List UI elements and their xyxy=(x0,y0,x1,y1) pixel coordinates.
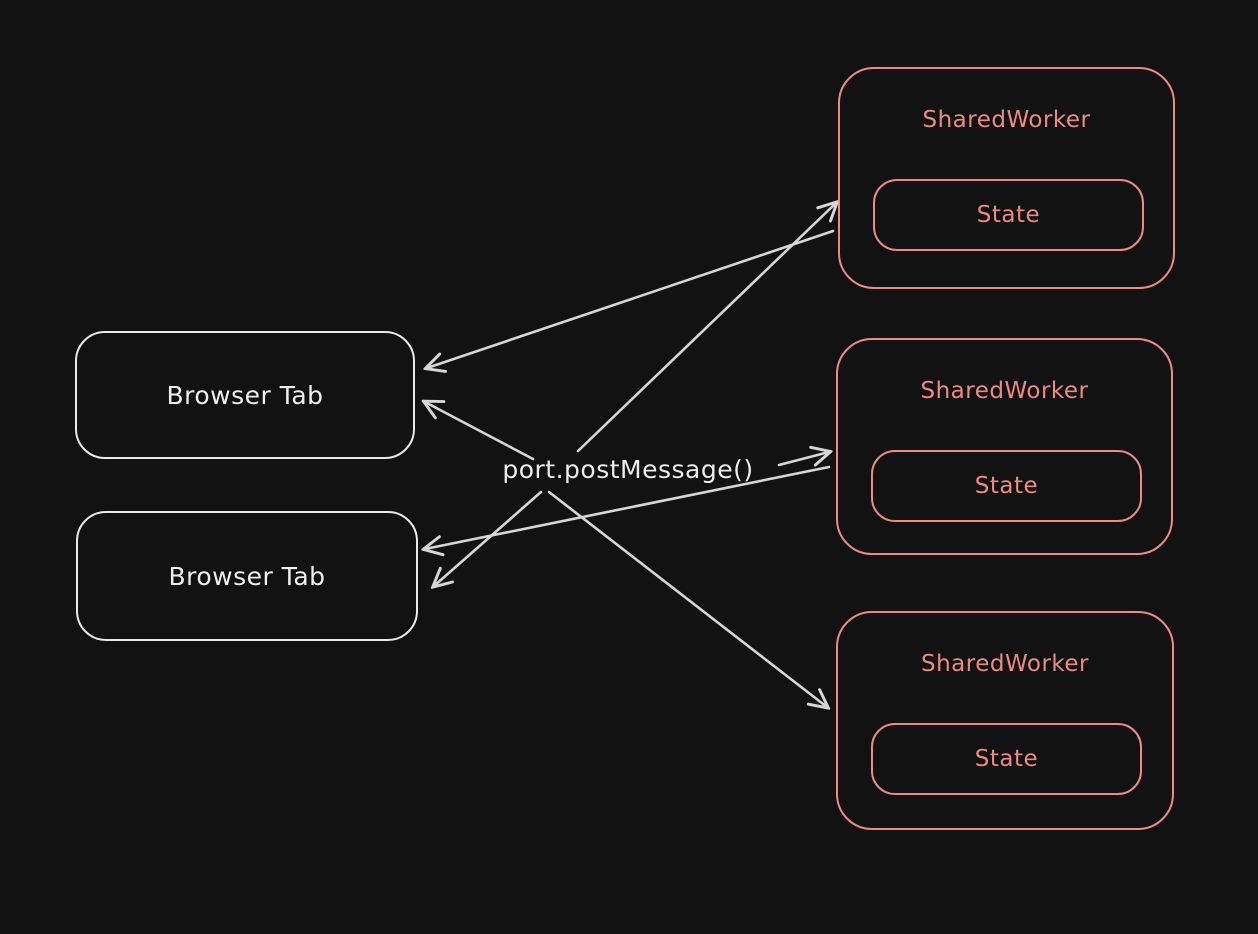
shared-worker-1-box: SharedWorker State xyxy=(838,67,1175,289)
shared-worker-2-title: SharedWorker xyxy=(920,378,1089,404)
shared-worker-2-box: SharedWorker State xyxy=(836,338,1173,555)
shared-worker-3-state-label: State xyxy=(974,746,1039,772)
shared-worker-3-box: SharedWorker State xyxy=(836,611,1174,830)
browser-tab-2-label: Browser Tab xyxy=(168,561,326,591)
arrow-center-to-tab1 xyxy=(425,402,535,461)
arrow-center-to-tab2 xyxy=(434,490,543,586)
browser-tab-1-box: Browser Tab xyxy=(75,331,415,459)
shared-worker-3-state-box: State xyxy=(871,723,1142,795)
post-message-label: port.postMessage() xyxy=(502,455,754,484)
shared-worker-3-title: SharedWorker xyxy=(921,651,1089,677)
shared-worker-2-state-label: State xyxy=(974,473,1039,499)
arrow-center-to-top-worker xyxy=(576,203,836,453)
shared-worker-1-state-label: State xyxy=(976,202,1041,228)
shared-worker-1-state-box: State xyxy=(873,179,1144,251)
arrow-center-to-bottom-worker xyxy=(547,490,827,707)
shared-worker-1-title: SharedWorker xyxy=(922,107,1091,133)
shared-worker-2-state-box: State xyxy=(871,450,1142,522)
browser-tab-2-box: Browser Tab xyxy=(76,511,418,641)
arrow-top-worker-to-tab1 xyxy=(427,229,835,368)
browser-tab-1-label: Browser Tab xyxy=(166,380,324,410)
